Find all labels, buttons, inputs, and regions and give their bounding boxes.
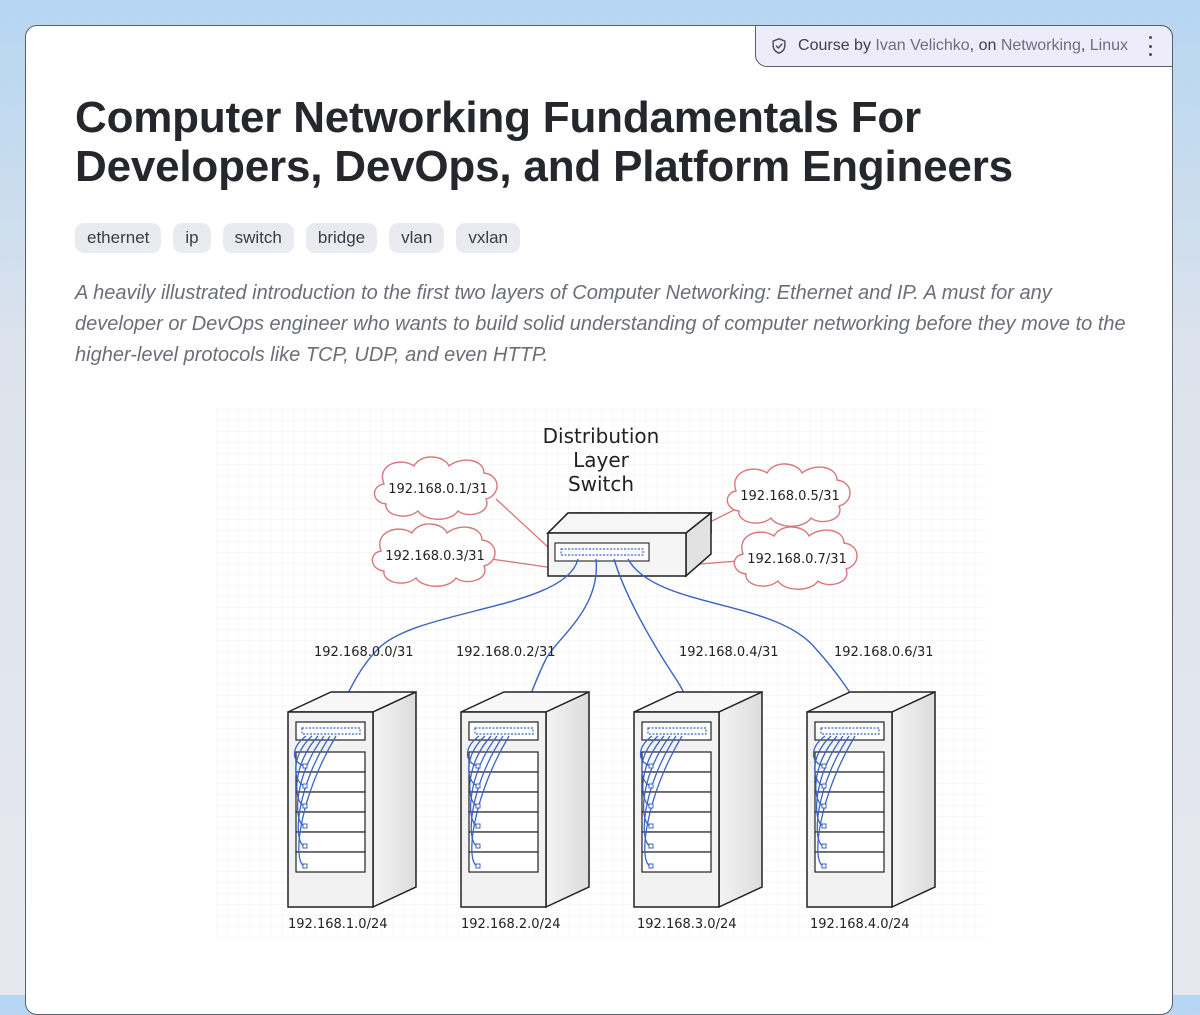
uplink-label-3: 192.168.0.4/31 (679, 645, 779, 660)
kebab-menu-icon[interactable] (1142, 36, 1158, 56)
cloud-label-4: 192.168.0.7/31 (747, 552, 847, 567)
rack-4 (806, 691, 936, 908)
course-card: Course by Ivan Velichko, on Networking, … (25, 25, 1173, 1015)
uplink-label-4: 192.168.0.6/31 (834, 645, 934, 660)
cloud-shape-4 (733, 526, 858, 590)
rack-2 (460, 691, 590, 908)
page-title: Computer Networking Fundamentals For Dev… (75, 93, 1013, 191)
uplink-label-2: 192.168.0.2/31 (456, 645, 556, 660)
cloud-label-1: 192.168.0.1/31 (388, 482, 488, 497)
shield-check-icon (772, 38, 786, 54)
tag-ip[interactable]: ip (173, 223, 211, 253)
cloud-shape-3 (726, 463, 851, 527)
cloud-label-2: 192.168.0.3/31 (385, 549, 485, 564)
tag-vxlan[interactable]: vxlan (456, 223, 520, 253)
tag-list: ethernet ip switch bridge vlan vxlan (75, 223, 520, 253)
cloud-label-3: 192.168.0.5/31 (740, 489, 840, 504)
switch-label-line-3: Switch (568, 472, 634, 496)
uplink-label-1: 192.168.0.0/31 (314, 645, 414, 660)
topic-link-networking[interactable]: Networking (1000, 37, 1081, 54)
tag-switch[interactable]: switch (222, 223, 294, 253)
address-clouds (371, 456, 858, 590)
network-diagram: Distribution Layer Switch 192.168.0.1/31… (216, 409, 986, 939)
author-link[interactable]: Ivan Velichko (875, 37, 970, 54)
byline-on: , on (969, 37, 997, 54)
distribution-switch (546, 511, 714, 578)
switch-label-line-1: Distribution (543, 424, 660, 448)
rack-label-4: 192.168.4.0/24 (810, 917, 910, 932)
tag-vlan[interactable]: vlan (389, 223, 445, 253)
rack-3 (633, 691, 763, 908)
cloud-shape-1 (373, 456, 498, 520)
byline-prefix: Course by (798, 37, 871, 54)
switch-label-line-2: Layer (573, 448, 630, 472)
tag-bridge[interactable]: bridge (305, 223, 378, 253)
rack-label-2: 192.168.2.0/24 (461, 917, 561, 932)
rack-label-1: 192.168.1.0/24 (288, 917, 388, 932)
cloud-shape-2 (371, 523, 496, 587)
course-description: A heavily illustrated introduction to th… (75, 282, 1126, 366)
tag-ethernet[interactable]: ethernet (75, 223, 162, 253)
course-byline: Course by Ivan Velichko, on Networking, … (755, 25, 1173, 67)
rack-label-3: 192.168.3.0/24 (637, 917, 737, 932)
byline-separator: , (1080, 37, 1086, 54)
rack-1 (287, 691, 417, 908)
topic-link-linux[interactable]: Linux (1089, 37, 1128, 54)
